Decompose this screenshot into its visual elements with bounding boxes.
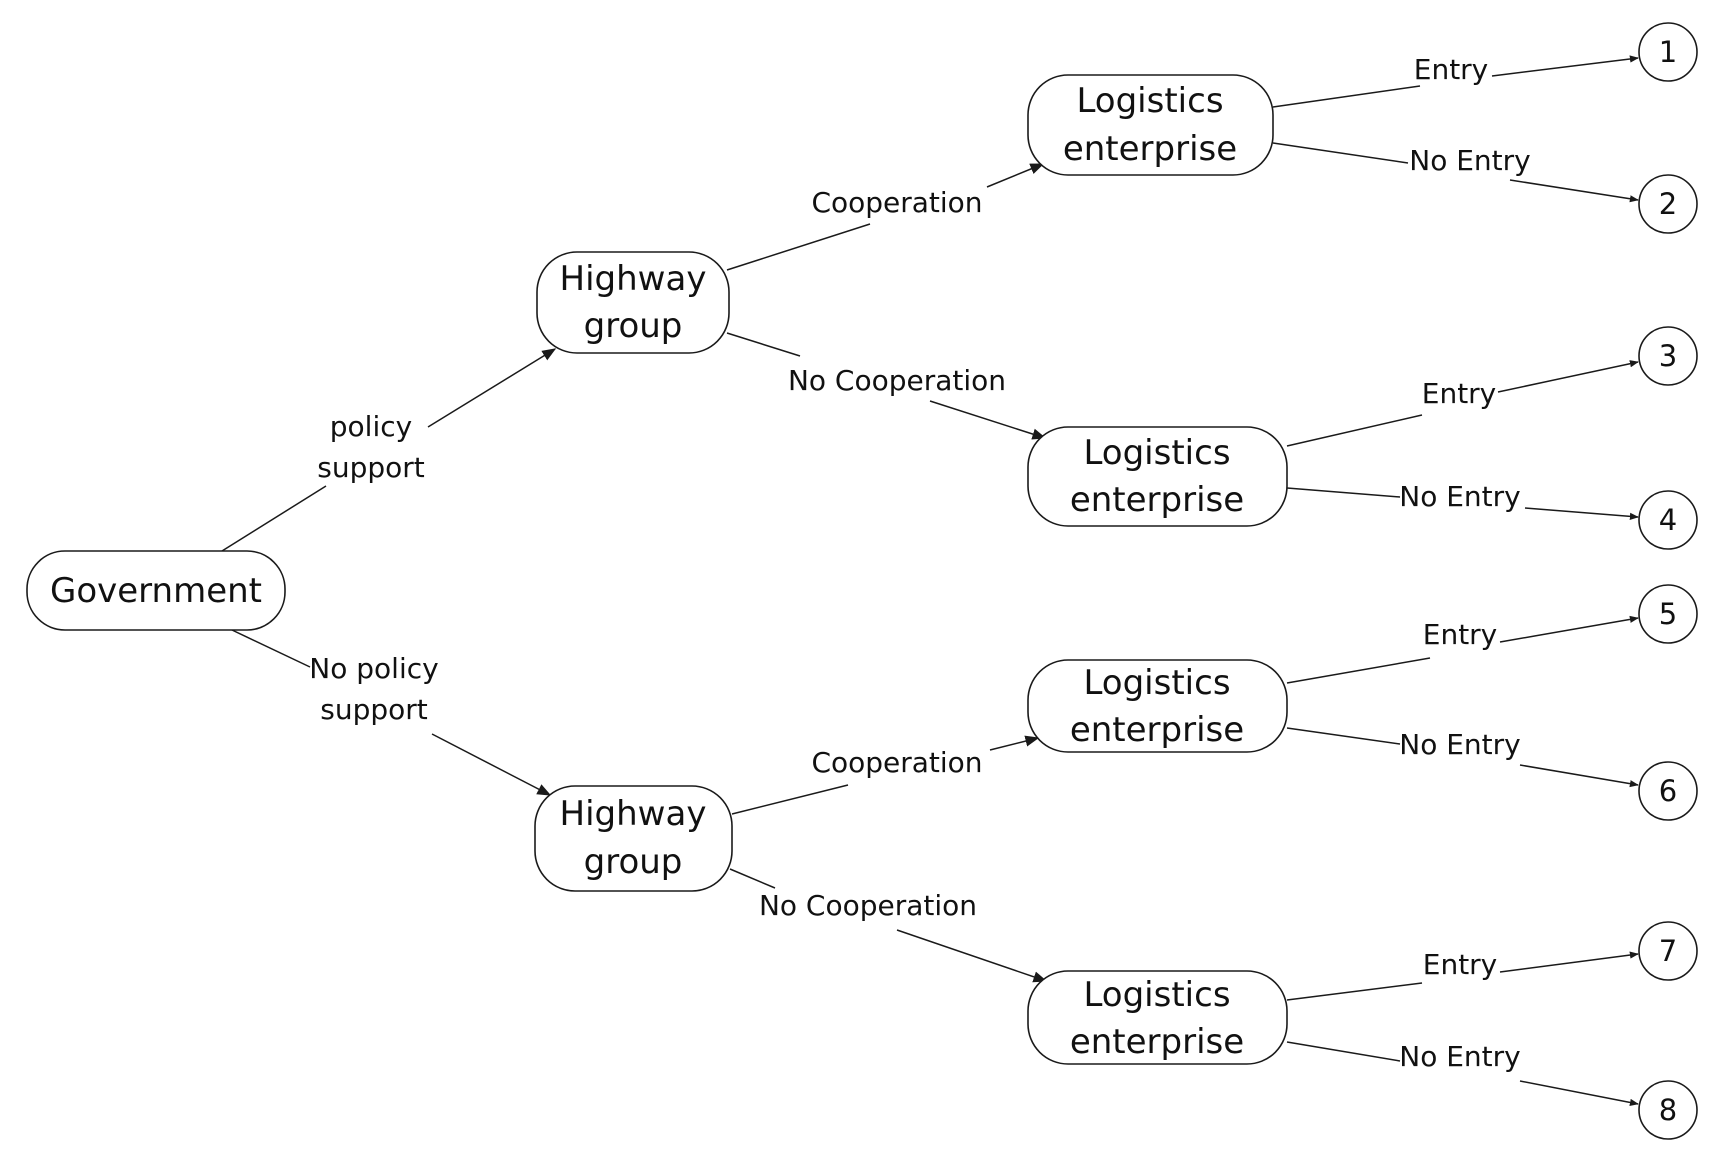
node-government: Government [26,550,286,631]
node-label-line-1: Highway [560,794,707,834]
node-highway-group-1: Highway group [536,251,730,354]
outcome-3: 3 [1638,326,1698,386]
outcome-number: 2 [1659,187,1677,221]
edge-label-line-2: support [317,451,425,484]
node-label-line-1: Highway [560,259,707,299]
node-logistics-enterprise-1: Logistics enterprise [1027,74,1274,176]
outcome-number: 7 [1659,934,1677,968]
outcome-1: 1 [1638,22,1698,82]
edge-label-line-2: support [320,693,428,726]
edge-label-no-entry-1: No Entry [1409,144,1530,177]
edge-no-entry-2 [1286,487,1639,520]
node-label-line-2: group [584,842,683,882]
outcome-7: 7 [1638,921,1698,981]
edge-entry-4 [1286,951,1639,1001]
edge-label-no-cooperation-2: No Cooperation [759,889,977,922]
edge-label-no-entry-3: No Entry [1399,728,1520,761]
node-logistics-enterprise-3: Logistics enterprise [1027,659,1288,753]
outcome-8: 8 [1638,1080,1698,1140]
node-label-line-2: enterprise [1070,710,1244,750]
outcome-5: 5 [1638,584,1698,644]
outcome-number: 4 [1659,503,1677,537]
outcome-2: 2 [1638,174,1698,234]
edge-no-entry-1 [1272,142,1639,203]
edge-label-no-entry-2: No Entry [1399,480,1520,513]
outcome-number: 3 [1659,339,1677,373]
node-logistics-enterprise-2: Logistics enterprise [1027,426,1288,527]
edge-no-policy-support [231,629,552,796]
edge-policy-support [221,348,557,552]
edge-label-no-policy-support: No policy support [309,652,438,726]
edge-label-line-1: No policy [309,652,438,685]
node-highway-group-2: Highway group [534,785,733,892]
edge-no-cooperation-2 [729,868,1048,983]
outcome-number: 5 [1659,597,1677,631]
edge-no-entry-4 [1286,1041,1639,1106]
edge-no-entry-3 [1286,727,1639,788]
outcome-number: 8 [1659,1093,1677,1127]
edge-entry-2 [1286,360,1639,447]
edge-no-cooperation-1 [726,332,1047,440]
edge-label-entry-1: Entry [1414,53,1489,86]
edge-entry-1 [1272,55,1639,108]
edge-label-cooperation-2: Cooperation [811,746,982,779]
edge-label-line-1: policy [330,410,412,443]
node-label-line-2: enterprise [1063,129,1237,169]
edge-label-entry-3: Entry [1423,618,1498,651]
node-label-line-2: group [584,306,683,346]
node-label: Government [50,571,262,611]
edge-entry-3 [1286,615,1639,684]
outcome-number: 6 [1659,774,1677,808]
edge-label-policy-support: policy support [317,410,425,484]
node-label-line-1: Logistics [1083,663,1230,703]
node-label-line-1: Logistics [1083,975,1230,1015]
outcome-6: 6 [1638,761,1698,821]
node-label-line-1: Logistics [1076,81,1223,121]
edge-label-no-cooperation-1: No Cooperation [788,364,1006,397]
edge-label-entry-4: Entry [1423,948,1498,981]
edge-label-no-entry-4: No Entry [1399,1040,1520,1073]
outcome-number: 1 [1659,35,1677,69]
node-label-line-2: enterprise [1070,480,1244,520]
edge-label-entry-2: Entry [1422,377,1497,410]
outcome-4: 4 [1638,490,1698,550]
node-label-line-2: enterprise [1070,1022,1244,1062]
node-logistics-enterprise-4: Logistics enterprise [1027,970,1288,1065]
edge-cooperation-1 [726,163,1045,271]
node-label-line-1: Logistics [1083,433,1230,473]
edge-cooperation-2 [731,735,1040,815]
edge-label-cooperation-1: Cooperation [811,186,982,219]
